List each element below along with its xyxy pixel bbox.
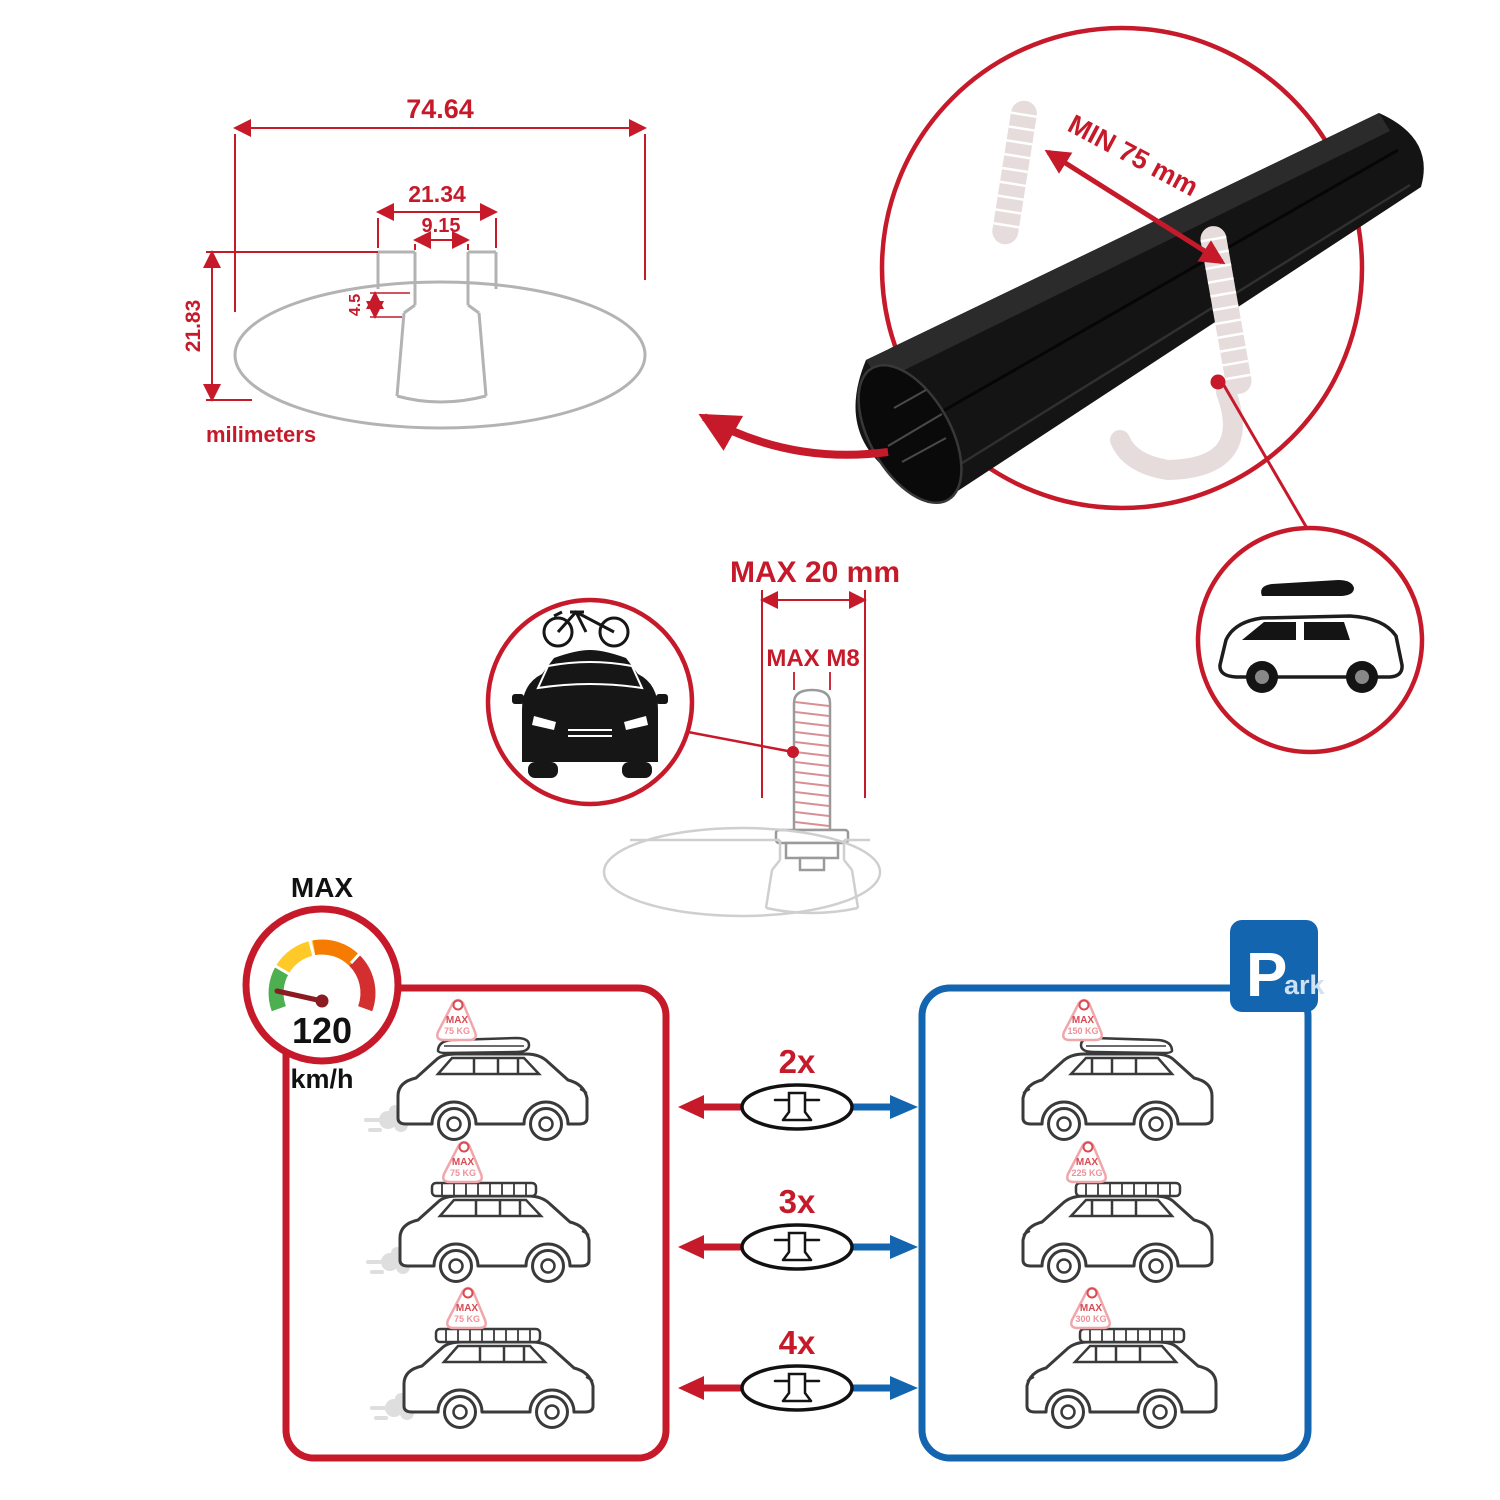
- speed-gauge: MAX 120 km/h: [242, 872, 402, 1094]
- driving-car-1: [396, 1036, 589, 1141]
- parked-car-3: [1025, 1327, 1218, 1429]
- dim-slot-inner-value: 9.15: [422, 215, 461, 237]
- load-tag-parked-2: MAX 225 KG: [1066, 1140, 1107, 1184]
- tag-weight: 75 KG: [450, 1168, 476, 1178]
- tag-max-label: MAX: [456, 1303, 479, 1314]
- multiplier-label: 4x: [779, 1324, 816, 1361]
- dim-total-width-value: 74.64: [406, 94, 474, 124]
- crossbar-section-icon: [740, 1364, 854, 1412]
- fixing-point-dot: [787, 746, 799, 758]
- suv-with-roofbox-icon: [1218, 580, 1404, 693]
- driving-box: [282, 984, 670, 1462]
- tag-weight: 75 KG: [444, 1026, 470, 1036]
- blue-arrowhead: [890, 1376, 918, 1400]
- bolt-width-dim: [760, 590, 867, 798]
- tag-weight: 225 KG: [1071, 1168, 1102, 1178]
- tag-max-label: MAX: [452, 1157, 475, 1168]
- red-arrowhead: [678, 1235, 704, 1259]
- tag-max-label: MAX: [1072, 1015, 1095, 1026]
- dim-slot-inner: [413, 231, 470, 250]
- parked-car-2: [1021, 1181, 1214, 1283]
- min-span-arrow: [1044, 149, 1226, 265]
- profile-cross-section: [233, 250, 647, 430]
- dim-total-height-value: 21.83: [182, 300, 205, 353]
- fixing-point-dot: [1210, 374, 1226, 390]
- gauge-units: km/h: [290, 1064, 353, 1094]
- tbolt-drawing: [774, 688, 850, 872]
- gauge-circle: [242, 905, 402, 1065]
- gauge-hub: [315, 994, 329, 1008]
- tag-max-label: MAX: [446, 1015, 469, 1026]
- comparison-row-1-arrows: 2x: [678, 1043, 918, 1131]
- load-tag-driving-2: MAX 75 KG: [442, 1140, 483, 1184]
- ghost-profile: [602, 826, 882, 918]
- dim-slot-outer: [376, 203, 498, 248]
- multiplier-label: 3x: [779, 1183, 816, 1220]
- load-tag-parked-1: MAX 150 KG: [1062, 998, 1103, 1042]
- park-sign-rest: ark: [1284, 970, 1326, 1000]
- roof-basket-icon: [434, 1327, 542, 1344]
- multiplier-label: 2x: [779, 1043, 816, 1080]
- comparison-row-2-arrows: 3x: [678, 1183, 918, 1271]
- badge-connector-line: [687, 730, 794, 754]
- dim-lip-depth: [366, 291, 410, 319]
- detail-circle: [879, 25, 1365, 511]
- roof-basket-icon: [1074, 1181, 1182, 1198]
- crossbar-detail: MIN 75 mm: [855, 25, 1425, 755]
- bike-icon: [542, 610, 630, 648]
- tag-weight: 300 KG: [1075, 1314, 1106, 1324]
- crossbar-section-icon: [740, 1223, 854, 1271]
- blue-arrowhead: [890, 1095, 918, 1119]
- gauge-needle: [274, 988, 325, 1004]
- park-sign-letter: P: [1246, 941, 1287, 1010]
- badge-connector-line: [1220, 381, 1310, 531]
- comparison-row-3-arrows: 4x: [678, 1324, 918, 1412]
- bolt-thread-label: MAX M8: [766, 645, 859, 672]
- min-span-label: MIN 75 mm: [1063, 109, 1203, 202]
- bolt-max-width-label: MAX 20 mm: [730, 556, 900, 589]
- tag-max-label: MAX: [1080, 1303, 1103, 1314]
- dim-lip-depth-value: 4.5: [347, 294, 364, 316]
- parked-car-1: [1021, 1036, 1214, 1141]
- park-sign: P ark: [1230, 920, 1326, 1012]
- parked-box: [918, 984, 1312, 1462]
- red-arrowhead: [678, 1095, 704, 1119]
- red-arrowhead: [678, 1376, 704, 1400]
- ghost-clamp-rod-left: [992, 100, 1037, 245]
- units-label: milimeters: [206, 422, 316, 447]
- load-tag-driving-1: MAX 75 KG: [436, 998, 477, 1042]
- roof-basket-icon: [430, 1181, 538, 1198]
- gauge-max-label: MAX: [291, 872, 354, 903]
- tag-weight: 150 KG: [1067, 1026, 1098, 1036]
- load-tag-parked-3: MAX 300 KG: [1070, 1286, 1111, 1330]
- load-tag-driving-3: MAX 75 KG: [446, 1286, 487, 1330]
- driving-car-3: [402, 1327, 595, 1429]
- dim-total-height: [203, 250, 252, 402]
- profile-dimension-diagram: 74.64 21.34 9.15 4.5 21.83 milimeters: [182, 94, 647, 447]
- tag-weight: 75 KG: [454, 1314, 480, 1324]
- tag-max-label: MAX: [1076, 1157, 1099, 1168]
- car-front-bike-icon: [512, 610, 668, 778]
- driving-car-2: [398, 1181, 591, 1283]
- pointer-arrow: [698, 413, 889, 459]
- dim-slot-outer-value: 21.34: [408, 181, 466, 207]
- thread-extension-lines: [793, 672, 831, 690]
- dim-total-width: [233, 119, 647, 312]
- blue-arrowhead: [890, 1235, 918, 1259]
- gauge-value: 120: [292, 1010, 352, 1051]
- bolt-diagram: MAX 20 mm MAX M8: [485, 556, 900, 918]
- roof-basket-icon: [1078, 1327, 1186, 1344]
- crossbar-section-icon: [740, 1083, 854, 1131]
- ghost-clamp-bend: [1110, 382, 1243, 481]
